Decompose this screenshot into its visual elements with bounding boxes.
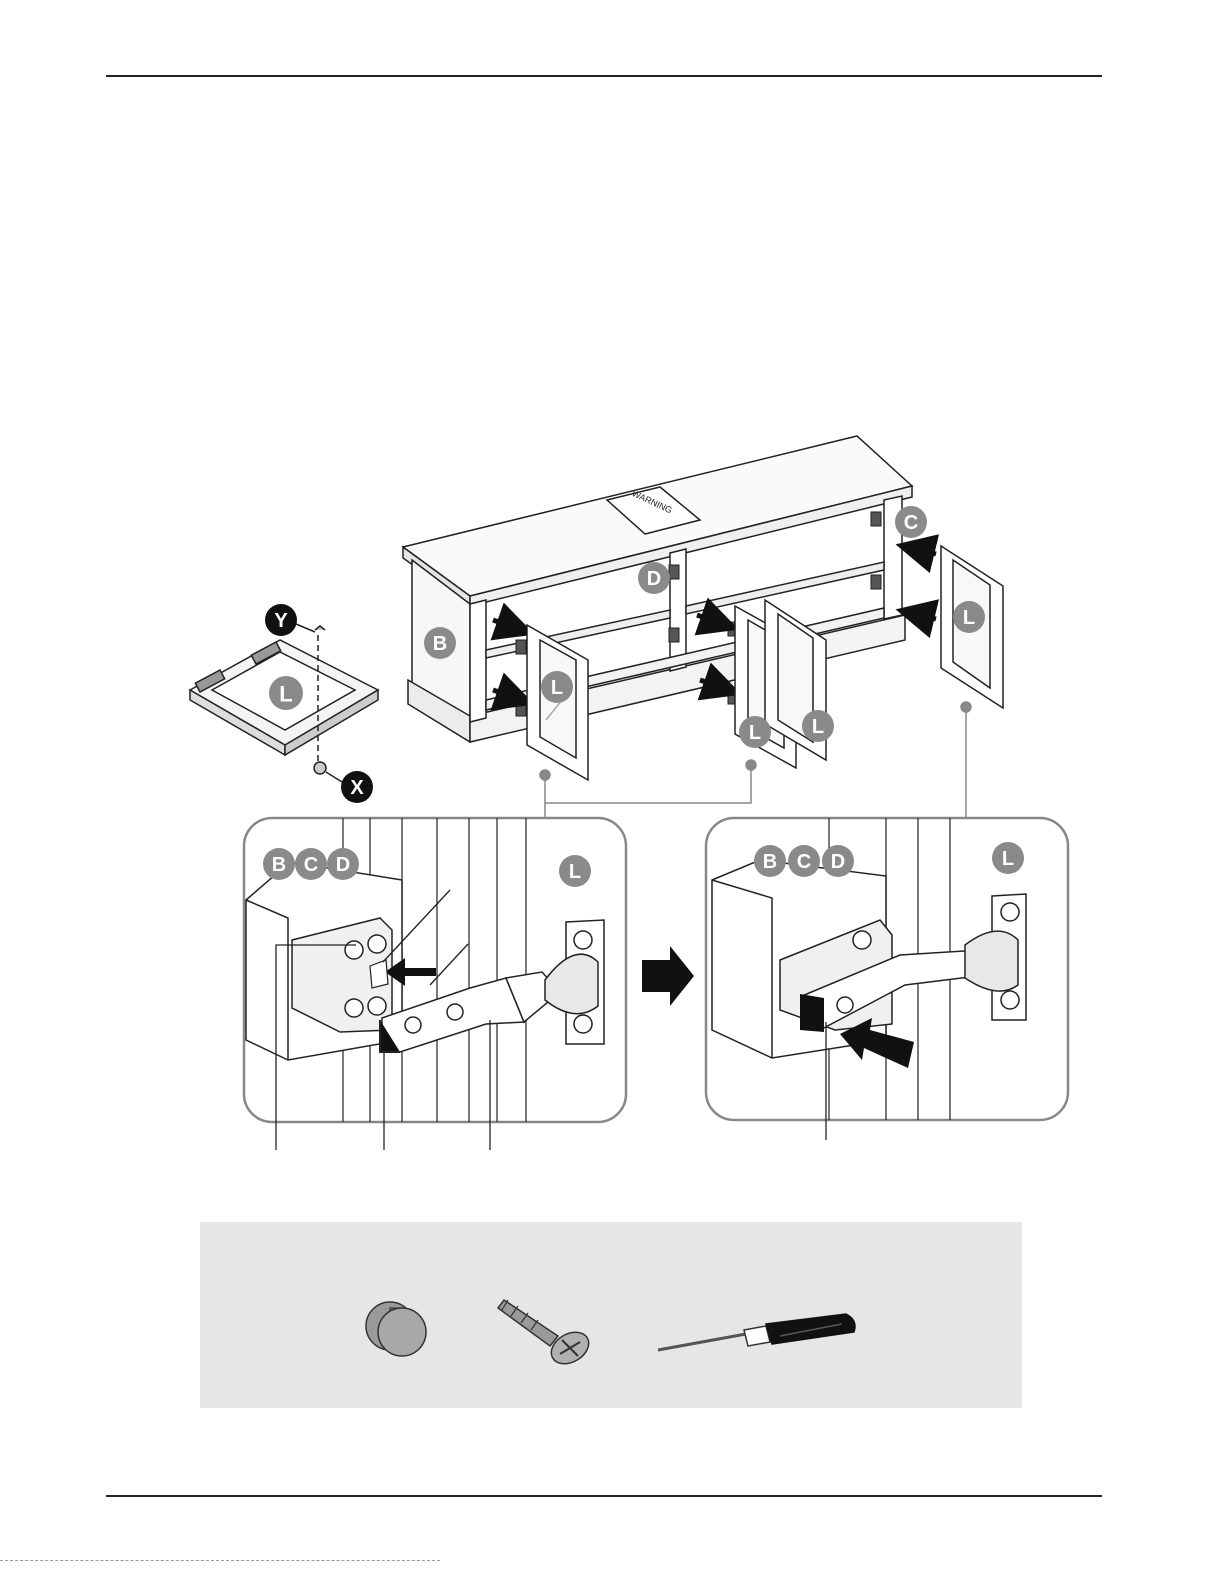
svg-text:B: B: [763, 851, 777, 873]
svg-text:B: B: [272, 854, 286, 876]
badge-door-center-right: L: [802, 710, 834, 742]
svg-text:L: L: [551, 677, 563, 699]
badge-door-center-left: L: [739, 716, 771, 748]
badge-cabinet: B: [424, 627, 456, 659]
svg-text:L: L: [1002, 848, 1014, 870]
badge-divider: D: [638, 562, 670, 594]
svg-text:L: L: [812, 716, 824, 738]
svg-text:L: L: [569, 861, 581, 883]
door-plate-screw-icon: [574, 1015, 592, 1033]
badge-side-panel: C: [895, 506, 927, 538]
inset-after-door: L: [992, 842, 1024, 874]
badge-knob: X: [341, 771, 373, 803]
svg-text:X: X: [350, 777, 364, 799]
plate-screw-icon: [368, 997, 386, 1015]
inset-before-door: L: [559, 855, 591, 887]
badge-door-right: L: [953, 601, 985, 633]
svg-text:L: L: [749, 722, 761, 744]
svg-text:Y: Y: [274, 610, 288, 632]
svg-text:D: D: [336, 854, 350, 876]
knob-small-icon: [314, 762, 326, 774]
badge-door-exploded: L: [269, 676, 303, 710]
svg-text:C: C: [904, 512, 918, 534]
screw-icon: [496, 1292, 596, 1368]
inset-after-parts: B C D: [754, 845, 854, 877]
svg-text:B: B: [433, 633, 447, 655]
knob-icon: [360, 1290, 440, 1370]
screwdriver-icon: [656, 1310, 866, 1360]
step-arrow-icon: [642, 946, 694, 1006]
hardware-panel: [200, 1222, 1022, 1408]
inset-before-parts: B C D: [263, 848, 359, 880]
svg-text:L: L: [963, 607, 975, 629]
door-plate-screw-icon: [574, 931, 592, 949]
badge-screw: Y: [265, 604, 297, 636]
plate-screw-icon: [368, 935, 386, 953]
svg-text:L: L: [279, 682, 292, 707]
badge-door-left: L: [541, 671, 573, 703]
svg-text:D: D: [647, 568, 661, 590]
footer-strip: [0, 1560, 440, 1561]
screw-small-icon: [315, 626, 325, 630]
svg-text:D: D: [831, 851, 845, 873]
svg-text:C: C: [797, 851, 811, 873]
svg-text:C: C: [304, 854, 318, 876]
bottom-rule: [106, 1495, 1102, 1497]
